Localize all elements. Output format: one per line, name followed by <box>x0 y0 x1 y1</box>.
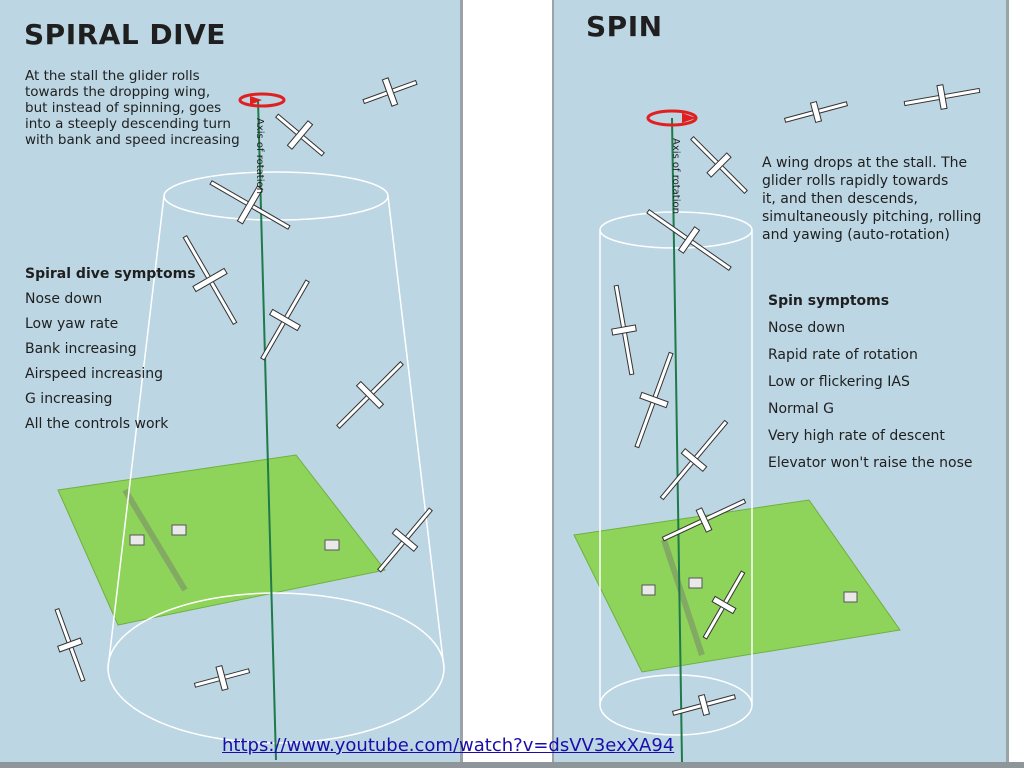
symptom-item: G increasing <box>25 391 113 407</box>
glider-7 <box>377 507 433 573</box>
glider-5 <box>611 284 637 376</box>
glider-9 <box>193 665 251 691</box>
glider-4 <box>182 235 238 325</box>
glider-2 <box>275 113 325 157</box>
building <box>171 524 187 536</box>
glider-7 <box>659 419 729 501</box>
building <box>129 534 145 546</box>
glider-6 <box>634 351 674 449</box>
symptom-item: Bank increasing <box>25 341 137 357</box>
spiral-dive-symptoms: Spiral dive symptoms Nose down Low yaw r… <box>25 262 196 437</box>
spiral-dive-description: At the stall the glider rolls towards th… <box>25 68 240 148</box>
spin-title: SPIN <box>586 10 663 43</box>
glider-3 <box>209 180 291 230</box>
symptom-item: Normal G <box>768 401 834 417</box>
runway <box>122 488 188 592</box>
building <box>641 584 656 596</box>
glider-9 <box>702 570 746 640</box>
runway <box>661 539 705 656</box>
cone-top <box>163 171 389 221</box>
symptom-item: Nose down <box>25 291 103 307</box>
cylinder-base <box>599 674 753 736</box>
glider-10 <box>671 693 737 717</box>
glider-1 <box>362 77 418 107</box>
cone-side <box>387 195 445 669</box>
spiral-dive-illustration <box>54 77 445 761</box>
building <box>688 577 703 589</box>
symptoms-title: Spin symptoms <box>768 293 890 309</box>
symptom-item: Nose down <box>768 320 846 336</box>
building <box>324 539 340 551</box>
symptom-item: Airspeed increasing <box>25 366 164 382</box>
axis-label: Axis of rotation <box>254 118 265 194</box>
rotation-arrowhead <box>250 96 262 105</box>
video-source-link[interactable]: https://www.youtube.com/watch?v=dsVV3exX… <box>222 735 675 756</box>
spin-description: A wing drops at the stall. The glider ro… <box>762 155 982 243</box>
rotation-arrowhead <box>682 113 696 123</box>
symptom-item: Low or flickering IAS <box>768 374 910 390</box>
glider-6 <box>336 361 404 429</box>
symptom-item: All the controls work <box>25 416 169 432</box>
rotation-axis <box>671 117 683 763</box>
symptom-item: Low yaw rate <box>25 316 119 332</box>
rotation-axis <box>257 99 277 761</box>
glider-3 <box>690 136 748 194</box>
ground-field <box>57 454 386 626</box>
symptom-item: Rapid rate of rotation <box>768 347 918 363</box>
cone-side <box>107 195 165 669</box>
spin-illustration <box>573 84 981 763</box>
glider-8 <box>54 607 86 683</box>
axis-label: Axis of rotation <box>670 138 681 214</box>
glider-8 <box>661 498 747 542</box>
glider-5 <box>260 279 310 361</box>
spin-panel: SPIN A wing drops at the stall. The glid… <box>552 0 1009 768</box>
symptom-item: Elevator won't raise the nose <box>768 455 973 471</box>
glider-4 <box>646 208 732 272</box>
glider-2 <box>783 100 849 124</box>
symptom-item: Very high rate of descent <box>768 428 945 444</box>
bottom-divider-bar <box>0 762 1024 768</box>
spiral-dive-title: SPIRAL DIVE <box>24 18 226 51</box>
rotation-arrow <box>238 92 286 108</box>
symptoms-title: Spiral dive symptoms <box>25 266 196 282</box>
building <box>843 591 858 603</box>
glider-1 <box>903 84 981 110</box>
spiral-dive-panel: SPIRAL DIVE At the stall the glider roll… <box>0 0 463 768</box>
spin-symptoms: Spin symptoms Nose down Rapid rate of ro… <box>768 288 973 477</box>
